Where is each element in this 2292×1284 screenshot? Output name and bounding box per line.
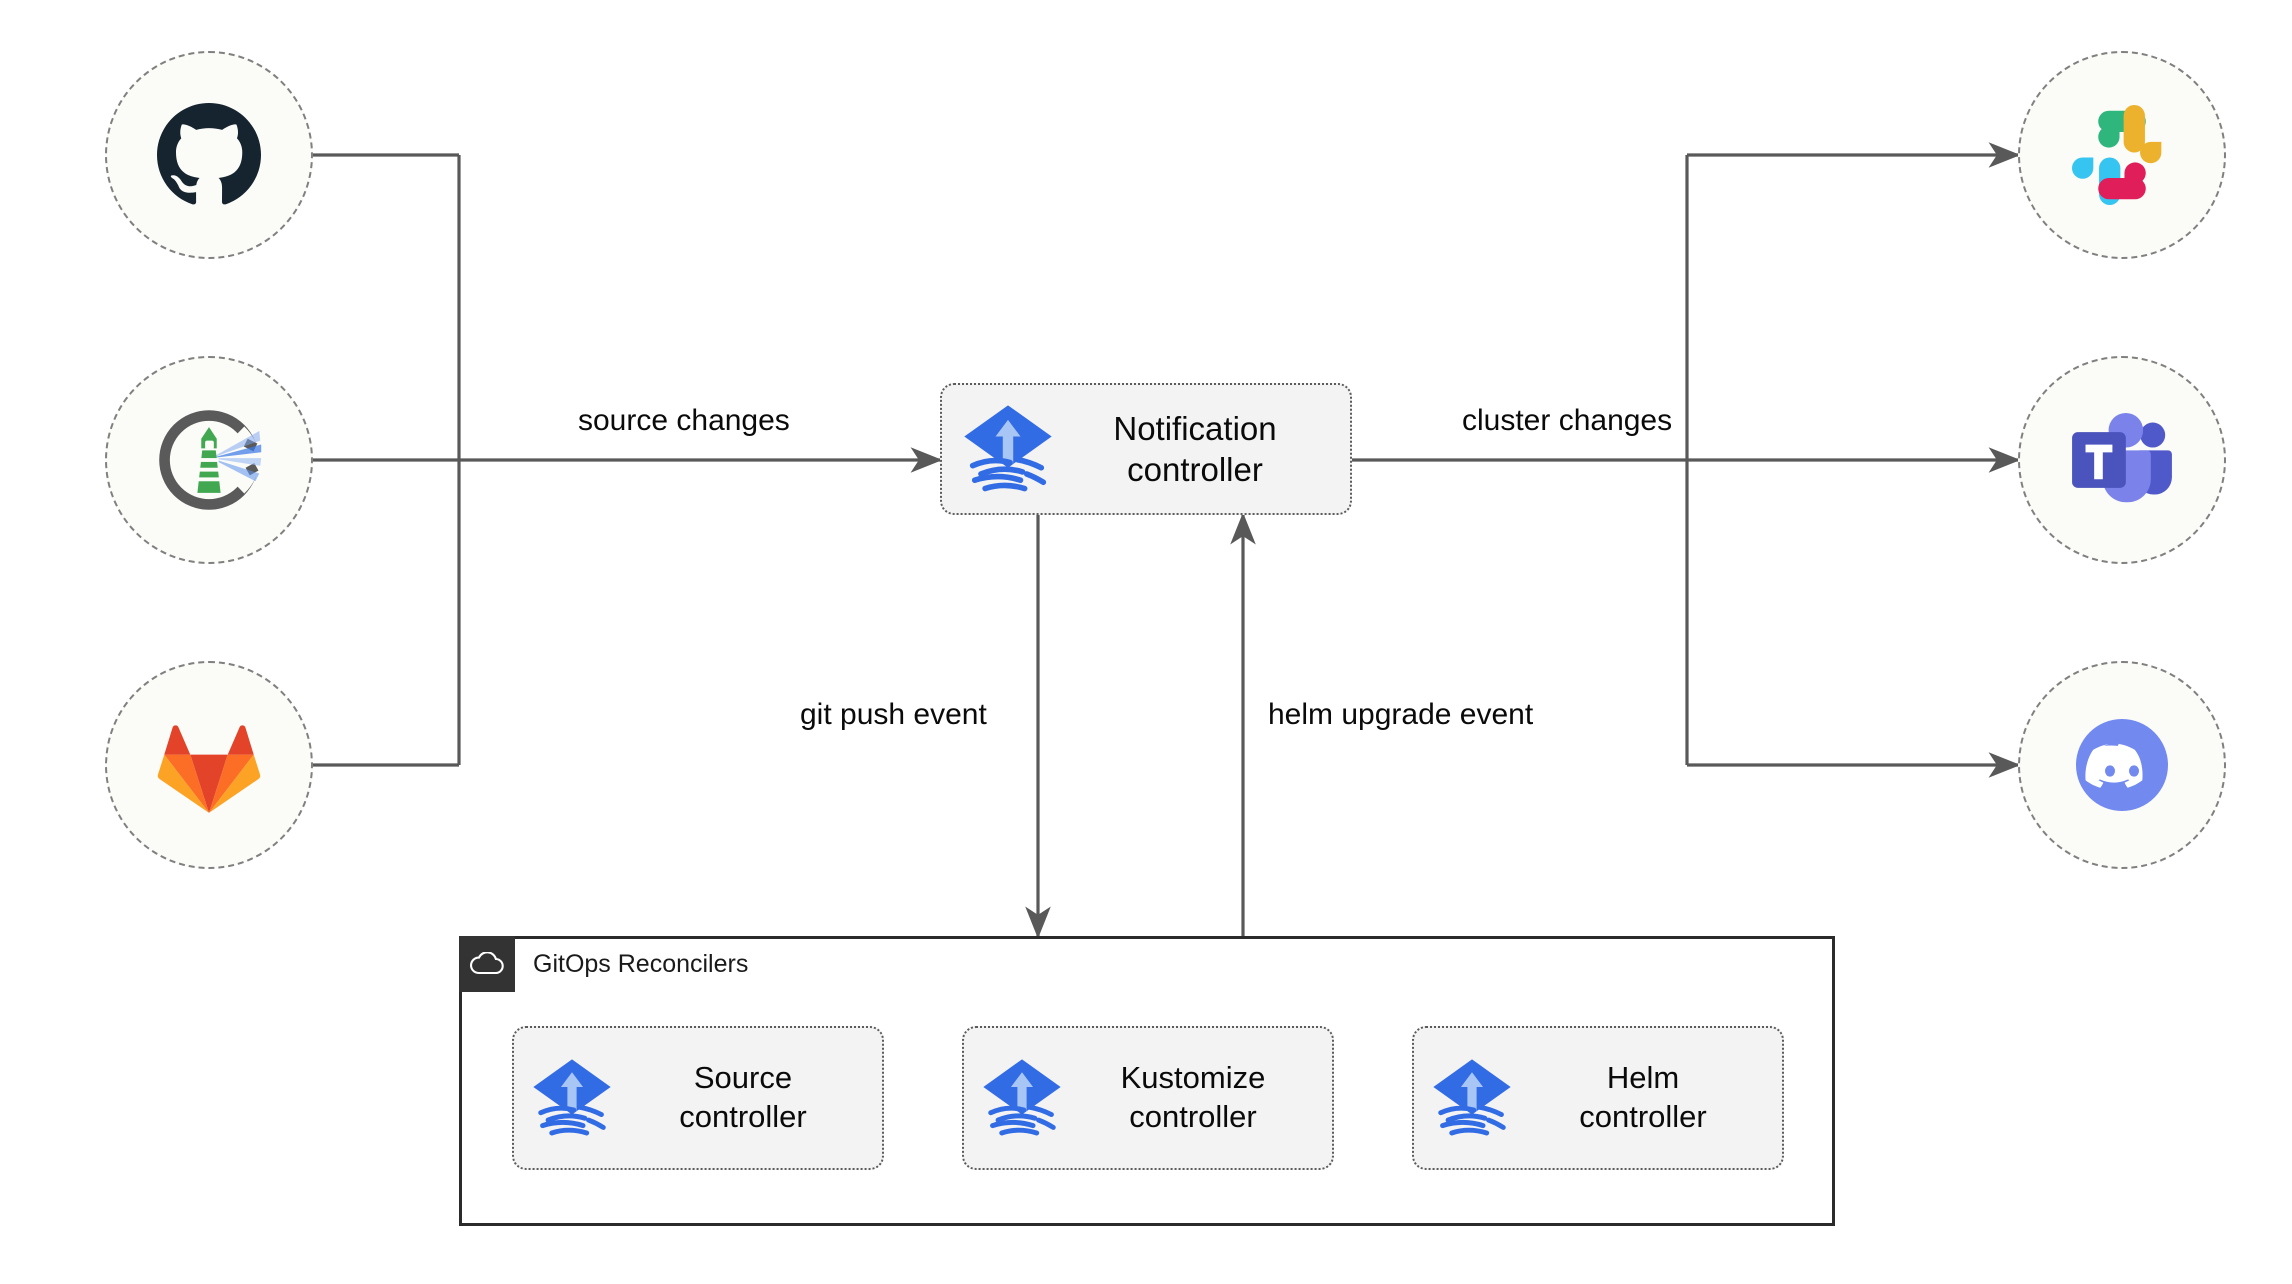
- discord-icon: [2068, 711, 2176, 819]
- cloud-icon: [459, 936, 515, 992]
- destination-node-teams[interactable]: [2018, 356, 2226, 564]
- edge-label-git-push-event: git push event: [800, 698, 987, 731]
- gitops-reconcilers-title: GitOps Reconcilers: [533, 949, 749, 978]
- gitlab-icon: [157, 716, 261, 814]
- destination-node-discord[interactable]: [2018, 661, 2226, 869]
- source-node-github[interactable]: [105, 51, 313, 259]
- flux-icon: [1426, 1052, 1518, 1144]
- helm-controller-label: Helm controller: [1579, 1060, 1707, 1134]
- kustomize-controller-label: Kustomize controller: [1120, 1060, 1266, 1134]
- microsoft-teams-icon: [2070, 412, 2174, 508]
- edge-label-cluster-changes: cluster changes: [1462, 404, 1673, 437]
- edge-label-source-changes: source changes: [578, 404, 790, 437]
- flux-icon: [526, 1052, 618, 1144]
- gitea-lighthouse-icon: [151, 402, 267, 518]
- notification-controller-box[interactable]: Notification controller: [940, 383, 1352, 515]
- source-node-gitea[interactable]: [105, 356, 313, 564]
- source-controller-box[interactable]: Source controller: [512, 1026, 884, 1170]
- slack-icon: [2072, 105, 2172, 205]
- github-icon: [157, 103, 261, 207]
- helm-controller-box[interactable]: Helm controller: [1412, 1026, 1784, 1170]
- destination-node-slack[interactable]: [2018, 51, 2226, 259]
- flux-icon: [976, 1052, 1068, 1144]
- source-controller-label: Source controller: [679, 1060, 807, 1134]
- edge-label-helm-upgrade-event: helm upgrade event: [1268, 698, 1534, 731]
- notification-controller-label: Notification controller: [1113, 409, 1277, 488]
- gitops-reconcilers-header: GitOps Reconcilers: [459, 936, 748, 992]
- source-node-gitlab[interactable]: [105, 661, 313, 869]
- kustomize-controller-box[interactable]: Kustomize controller: [962, 1026, 1334, 1170]
- flux-icon: [956, 397, 1060, 501]
